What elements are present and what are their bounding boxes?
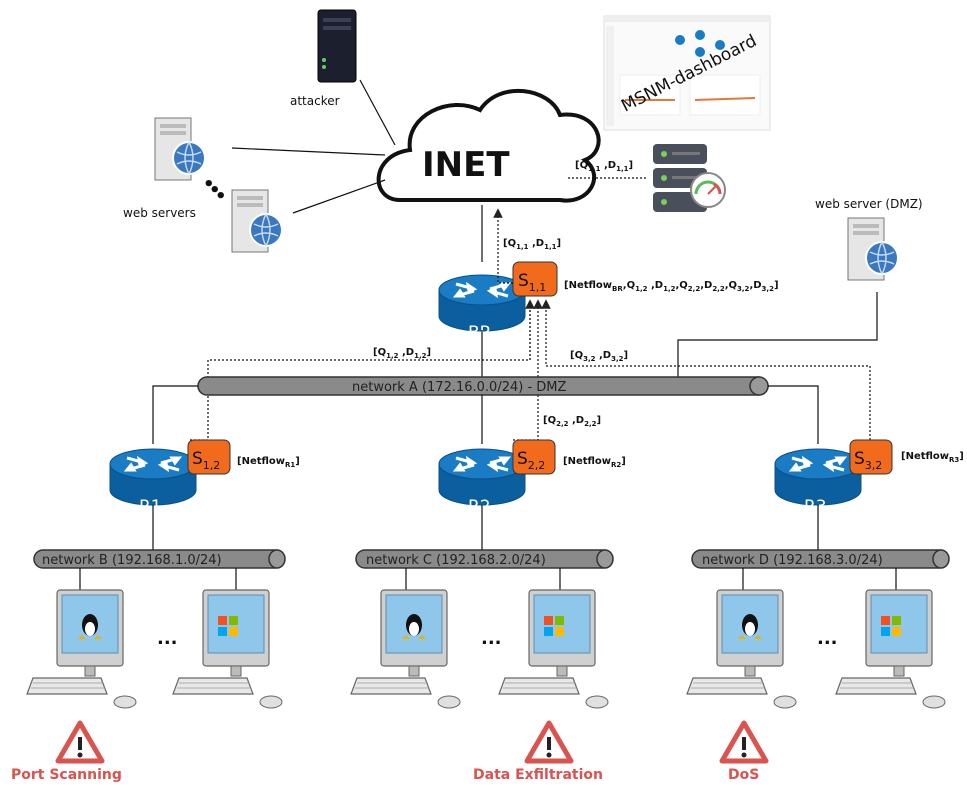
workstations-ellipsis: ... xyxy=(817,628,838,649)
linux-workstation-icon xyxy=(26,589,137,709)
svg-text:S2,2: S2,2 xyxy=(517,449,545,472)
svg-text:•: • xyxy=(209,180,221,201)
workstations-ellipsis: ... xyxy=(157,628,178,649)
dmz-web-server-icon xyxy=(847,217,899,281)
annotation-q32: [Q3,2 ,D3,2] xyxy=(570,350,628,363)
netflow-r1: [NetflowR1] xyxy=(237,456,300,469)
svg-text:S1,1: S1,1 xyxy=(518,271,546,294)
alert-port-scanning: Port Scanning xyxy=(11,767,122,783)
network-d-pipe: network D (192.168.3.0/24) xyxy=(691,549,950,569)
sensor-s11: S1,1 xyxy=(512,261,558,297)
svg-text:S1,2: S1,2 xyxy=(192,449,220,472)
alert-dos: DoS xyxy=(728,767,759,783)
cloud-label: INET xyxy=(422,145,510,185)
warning-icon xyxy=(527,723,571,761)
msnm-dashboard-thumbnail xyxy=(603,15,771,131)
netflow-r3: [NetflowR3] xyxy=(901,451,964,464)
sensor-s22: S2,2 xyxy=(512,439,556,475)
tux-icon xyxy=(402,614,426,639)
router-r2-label: R2 xyxy=(468,497,491,517)
web-servers-label: web servers xyxy=(123,206,196,220)
warning-icon xyxy=(58,723,102,761)
tux-icon xyxy=(78,614,102,639)
linux-workstation-icon xyxy=(686,589,797,709)
annotation-q11-up: [Q1,1 ,D1,1] xyxy=(503,238,561,251)
annotation-q11-server: [Q1,1 ,D1,1] xyxy=(575,160,633,173)
annotation-br-netflow: [NetflowBR,Q1,2 ,D1,2,Q2,2,D2,2,Q3,2,D3,… xyxy=(564,280,779,293)
network-b-label: network B (192.168.1.0/24) xyxy=(42,553,222,568)
network-a-label: network A (172.16.0.0/24) - DMZ xyxy=(352,380,566,395)
router-r3-label: R3 xyxy=(804,497,827,517)
network-d-label: network D (192.168.3.0/24) xyxy=(702,553,883,568)
dmz-server-label: web server (DMZ) xyxy=(815,197,923,211)
web-server-icon xyxy=(154,117,206,181)
windows-workstation-icon xyxy=(835,589,946,709)
netflow-r2: [NetflowR2] xyxy=(563,456,626,469)
windows-logo-icon xyxy=(881,616,901,636)
annotation-q22: [Q2,2 ,D2,2] xyxy=(543,415,601,428)
internet-cloud: INET xyxy=(376,88,601,203)
warning-icon xyxy=(722,723,766,761)
svg-text:•: • xyxy=(215,186,227,207)
router-br-label: BR xyxy=(468,323,492,343)
linux-workstation-icon xyxy=(350,589,461,709)
alert-data-exfiltration: Data Exfiltration xyxy=(473,767,603,783)
network-c-pipe: network C (192.168.2.0/24) xyxy=(355,549,614,569)
network-b-pipe: network B (192.168.1.0/24) xyxy=(33,549,286,569)
sensor-s32: S3,2 xyxy=(849,439,893,475)
windows-workstation-icon xyxy=(498,589,609,709)
router-r1-label: R1 xyxy=(139,497,162,517)
windows-logo-icon xyxy=(544,616,564,636)
network-c-label: network C (192.168.2.0/24) xyxy=(366,553,546,568)
attacker-server-icon xyxy=(317,9,357,83)
monitoring-server-icon xyxy=(653,144,726,212)
servers-ellipsis: • xyxy=(203,174,215,195)
windows-workstation-icon xyxy=(172,589,283,709)
sensor-s12: S1,2 xyxy=(187,439,231,475)
workstations-ellipsis: ... xyxy=(481,628,502,649)
svg-text:S3,2: S3,2 xyxy=(854,449,882,472)
attacker-label: attacker xyxy=(290,94,340,108)
annotation-q12: [Q1,2 ,D1,2] xyxy=(373,347,431,360)
tux-icon xyxy=(738,614,762,639)
web-server-icon xyxy=(231,189,283,253)
windows-logo-icon xyxy=(218,616,238,636)
network-a-pipe: network A (172.16.0.0/24) - DMZ xyxy=(197,376,769,396)
